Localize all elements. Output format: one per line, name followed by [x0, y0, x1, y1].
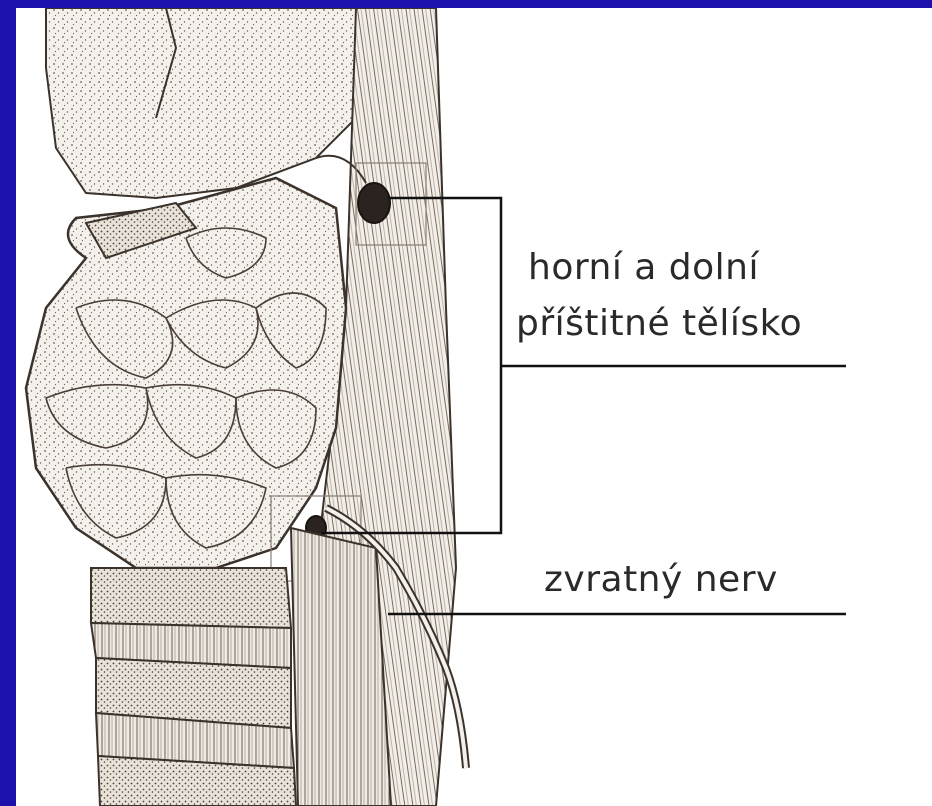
trachea	[91, 568, 296, 806]
label-nerve: zvratný nerv	[544, 560, 778, 600]
label-parathyroid-line2: příštitné tělísko	[516, 304, 802, 344]
label-parathyroid-line1: horní a dolní	[528, 248, 759, 288]
superior-parathyroid	[358, 183, 390, 223]
illustration-canvas: horní a dolní příštitné tělísko zvratný …	[16, 8, 932, 806]
thyroid-lobe	[26, 178, 346, 568]
anatomy-illustration	[16, 8, 932, 806]
thyroid-cartilage	[46, 8, 396, 198]
